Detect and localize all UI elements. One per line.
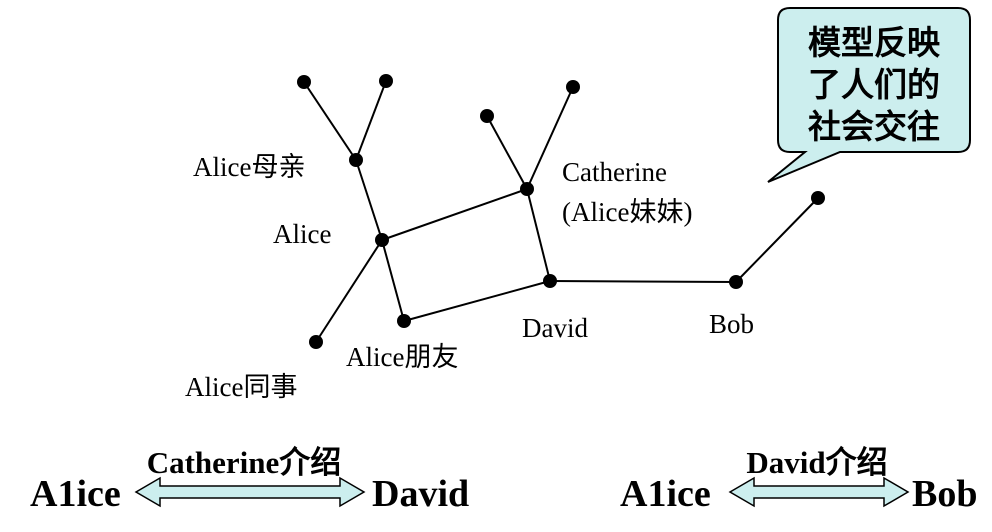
label-catherine-relation: (Alice妹妹): [562, 197, 692, 227]
intro-1-left: A1ice: [30, 473, 121, 515]
node-leaf: [566, 80, 580, 94]
node-labels: Alice母亲 Alice Catherine (Alice妹妹) Alice同…: [185, 152, 754, 402]
intro-1-via: Catherine介绍: [147, 445, 342, 480]
edge-mother-leaf1: [303, 81, 357, 161]
intro-1-right: David: [372, 473, 469, 515]
edge-friend-david: [403, 280, 551, 322]
callout-bubble: 模型反映 了人们的 社会交往: [767, 7, 971, 183]
node-david: [543, 274, 557, 288]
node-bob: [729, 275, 743, 289]
edge-mother-alice: [355, 159, 383, 241]
node-leaf: [379, 74, 393, 88]
label-alice-friend: Alice朋友: [346, 342, 458, 372]
label-alice: Alice: [273, 219, 331, 249]
node-catherine: [520, 182, 534, 196]
label-alice-mother: Alice母亲: [193, 152, 305, 182]
edge-catherine-leaf1: [486, 115, 528, 190]
double-arrow-2: [728, 476, 910, 508]
edge-alice-catherine: [381, 188, 528, 241]
intro-2-via: David介绍: [746, 445, 887, 480]
callout-line-3: 社会交往: [808, 107, 940, 146]
label-bob: Bob: [709, 309, 754, 339]
label-catherine: Catherine: [562, 157, 667, 187]
label-david: David: [522, 313, 588, 343]
node-alice-mother: [349, 153, 363, 167]
edge-alice-friend: [381, 239, 405, 322]
node-alice-friend: [397, 314, 411, 328]
edge-alice-coworker: [315, 239, 383, 343]
edge-bob-leaf: [735, 197, 819, 283]
intro-2-right: Bob: [912, 473, 977, 515]
node-alice-coworker: [309, 335, 323, 349]
callout-shape: [767, 7, 971, 183]
nodes: [297, 74, 825, 349]
callout-line-1: 模型反映: [808, 23, 941, 62]
label-alice-coworker: Alice同事: [185, 372, 297, 402]
edge-catherine-leaf2: [526, 86, 574, 190]
intro-2-left: A1ice: [620, 473, 711, 515]
introduction-2: David介绍 A1ice Bob: [620, 445, 977, 515]
edge-david-bob: [549, 280, 737, 283]
node-alice: [375, 233, 389, 247]
double-arrow-1: [134, 476, 366, 508]
edges: [303, 80, 819, 343]
node-leaf: [297, 75, 311, 89]
node-leaf: [811, 191, 825, 205]
node-leaf: [480, 109, 494, 123]
introduction-1: Catherine介绍 A1ice David: [30, 445, 469, 515]
edge-mother-leaf2: [355, 80, 387, 161]
callout-line-2: 了人们的: [808, 65, 940, 104]
edge-catherine-david: [526, 188, 551, 282]
